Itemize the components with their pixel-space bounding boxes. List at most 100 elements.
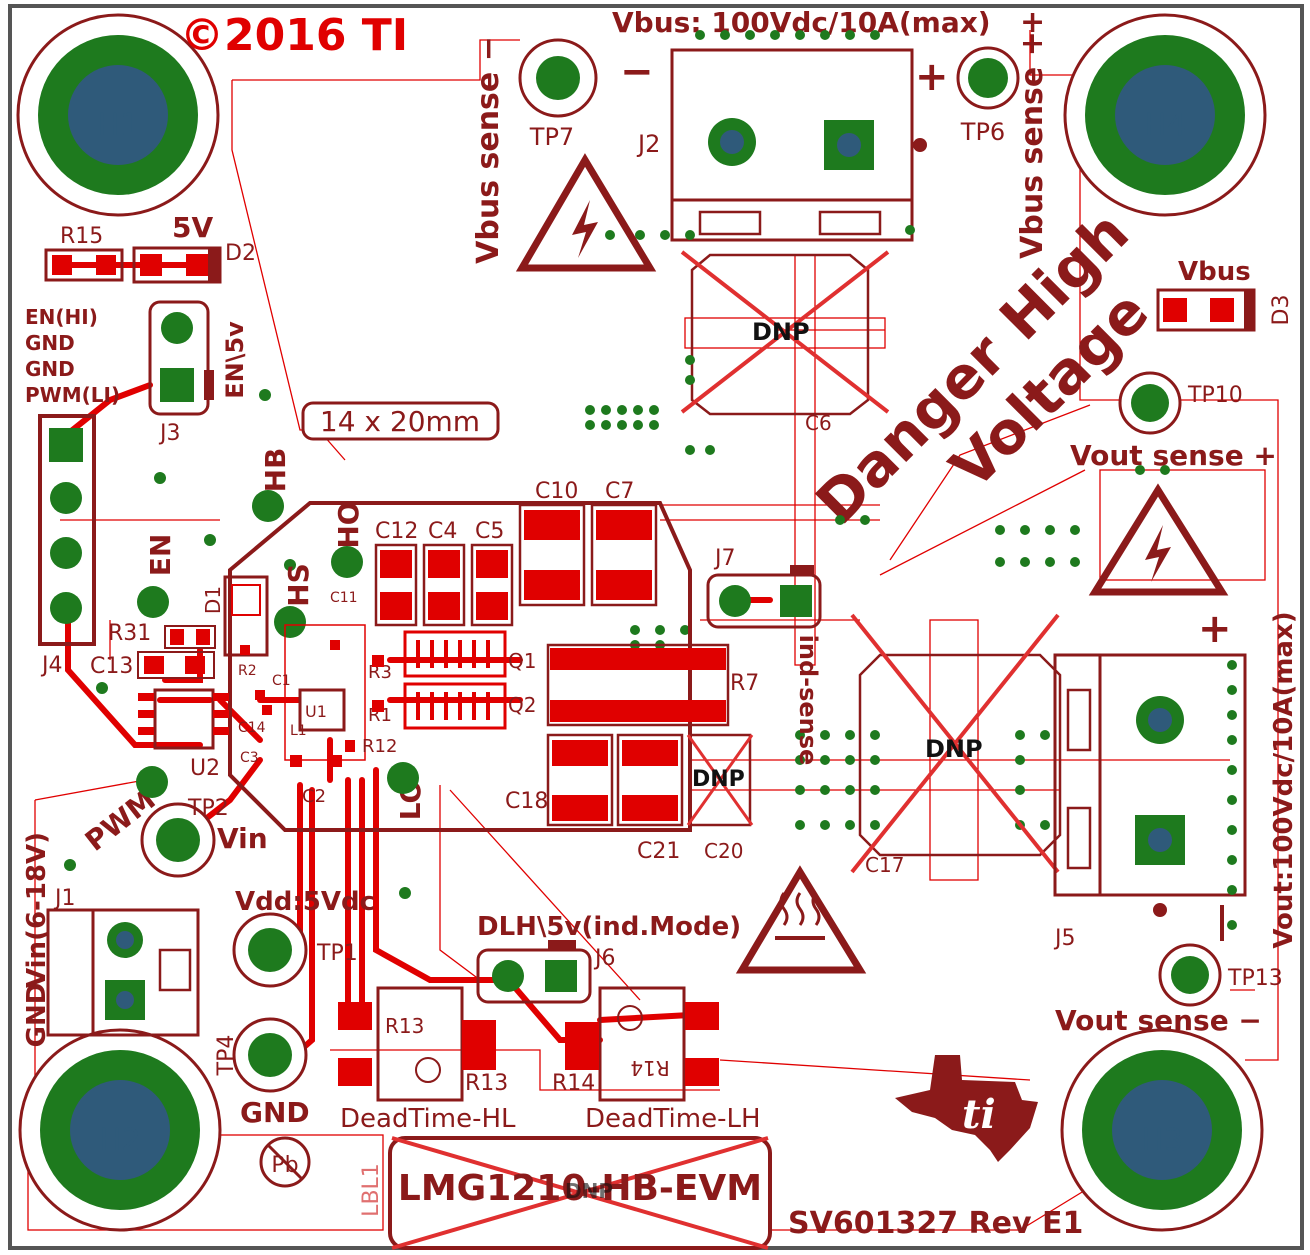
svg-text:Vin: Vin	[217, 822, 268, 855]
test-point-tp1: Vdd:5Vdc TP1	[232, 887, 375, 988]
svg-text:DLH\5v(ind.Mode): DLH\5v(ind.Mode)	[477, 912, 741, 942]
hv-warning-icon-2	[1088, 483, 1229, 596]
svg-text:−: −	[620, 49, 654, 95]
signal-pads	[136, 490, 419, 798]
svg-text:C21: C21	[637, 839, 680, 864]
svg-text:DNP: DNP	[925, 735, 983, 763]
power-stage-outline	[228, 501, 692, 832]
svg-text:C13: C13	[90, 654, 133, 679]
svg-text:TP2: TP2	[187, 796, 229, 821]
connector-j2: J2 − +	[620, 48, 949, 242]
svg-text:J6: J6	[593, 946, 616, 971]
capacitor-bank-large: C10 C7	[518, 479, 658, 607]
led-d2-5v: R15 5V D2	[44, 211, 256, 284]
lead-free-icon: Pb	[259, 1136, 311, 1188]
svg-text:5V: 5V	[172, 211, 213, 244]
svg-text:GND: GND	[25, 331, 75, 355]
svg-text:D1: D1	[201, 586, 225, 614]
svg-text:R14: R14	[552, 1071, 595, 1096]
svg-text:R14: R14	[630, 1056, 669, 1080]
resistor-r7: R7	[546, 643, 759, 727]
signal-label-hs: HS	[282, 563, 315, 607]
via-row-j2	[605, 30, 915, 240]
vout-rating: Vout:100Vdc/10A(max)	[1269, 611, 1299, 948]
via-row-j5	[1227, 660, 1237, 930]
header-j4: J4	[38, 414, 96, 678]
svg-text:EN\5v: EN\5v	[221, 321, 249, 399]
connector-j5: + J5	[1053, 606, 1247, 951]
svg-text:C12: C12	[375, 519, 418, 544]
svg-text:Vout sense −: Vout sense −	[1055, 1004, 1262, 1037]
mounting-hole-h4: H4	[1063, 13, 1267, 217]
test-point-tp7: TP7	[518, 38, 598, 151]
ti-logo-icon: ti	[895, 1055, 1038, 1162]
svg-text:R7: R7	[730, 671, 759, 696]
gate-driver-area: D1 R31 C13 U2 U1 R3 R1 R12 C2 C3 R2 C1 C…	[90, 575, 397, 807]
svg-text:ti: ti	[962, 1091, 996, 1138]
svg-text:TP6: TP6	[960, 118, 1005, 146]
svg-text:+: +	[1198, 606, 1232, 652]
jumper-j3: J3 EN\5v	[148, 300, 249, 446]
svg-text:HS: HS	[282, 563, 315, 607]
potentiometer-r13: R13 R13 DeadTime-HL	[338, 986, 516, 1134]
svg-text:U1: U1	[305, 702, 327, 721]
svg-text:TP13: TP13	[1227, 966, 1283, 991]
svg-text:L1: L1	[290, 723, 307, 739]
svg-text:Vdd:5Vdc: Vdd:5Vdc	[235, 887, 375, 917]
svg-text:ind-sense: ind-sense	[794, 635, 822, 766]
svg-text:DNP: DNP	[752, 318, 810, 346]
dnp-c6: DNP C6	[680, 250, 890, 435]
svg-text:TP10: TP10	[1187, 383, 1243, 408]
svg-text:HB: HB	[259, 448, 292, 493]
vbus-sense-minus-label: Vbus sense −	[471, 36, 506, 264]
svg-text:HO: HO	[332, 501, 365, 548]
capacitors-c18-c21: C18 C21	[505, 733, 684, 864]
svg-text:C20: C20	[704, 839, 743, 863]
svg-text:C14: C14	[238, 720, 266, 736]
vbus-rating-plus: +	[1020, 5, 1045, 40]
part-number: SV601327 Rev E1	[788, 1206, 1083, 1241]
svg-text:DeadTime-LH: DeadTime-LH	[585, 1104, 761, 1134]
svg-text:D2: D2	[225, 241, 256, 266]
via-grid	[64, 355, 1170, 899]
svg-text:TP1: TP1	[316, 941, 358, 966]
svg-text:GND: GND	[240, 1096, 310, 1129]
svg-text:C7: C7	[605, 479, 634, 504]
connector-j1: J1	[46, 886, 200, 1037]
svg-text:Q1: Q1	[508, 649, 536, 673]
svg-text:PWM(LI): PWM(LI)	[25, 383, 120, 407]
mounting-hole-h2: H2	[18, 1028, 222, 1232]
svg-text:GND: GND	[25, 357, 75, 381]
svg-text:TP4: TP4	[214, 1035, 239, 1077]
svg-text:J5: J5	[1053, 926, 1076, 951]
svg-text:R3: R3	[368, 662, 392, 683]
svg-text:TP7: TP7	[529, 123, 574, 151]
hv-warning-icon	[515, 153, 657, 272]
svg-text:C11: C11	[330, 590, 358, 606]
svg-text:Vout:100Vdc/10A(max): Vout:100Vdc/10A(max)	[1269, 611, 1299, 948]
svg-text:D3: D3	[1269, 295, 1294, 326]
svg-text:C6: C6	[805, 411, 832, 435]
svg-text:C17: C17	[865, 853, 904, 877]
label-lbl1-dnp: LMG1210-HB-EVM DNP LBL1	[359, 1136, 772, 1250]
size-label-box: 14 x 20mm	[301, 401, 500, 441]
dnp-c20: DNP C20	[686, 733, 754, 863]
svg-text:DNP: DNP	[692, 767, 745, 792]
svg-text:J1: J1	[53, 886, 76, 911]
svg-text:Q2: Q2	[508, 693, 536, 717]
signal-label-en: EN	[144, 534, 177, 577]
svg-text:C10: C10	[535, 479, 578, 504]
potentiometer-r14: R14 R14 DeadTime-LH	[552, 986, 761, 1134]
svg-text:J4: J4	[40, 653, 63, 678]
hole-label: H1	[97, 108, 139, 143]
jumper-j7: J7 ind-sense	[706, 546, 822, 766]
svg-text:EN: EN	[144, 534, 177, 577]
svg-text:DNP: DNP	[565, 1179, 613, 1203]
signal-label-hb: HB	[259, 448, 292, 493]
test-point-tp4: TP4 GND	[214, 1017, 310, 1129]
svg-text:C3: C3	[240, 750, 259, 766]
hole-label: H2	[99, 1123, 141, 1158]
vbus-sense-plus-label: Vbus sense +	[1015, 31, 1050, 259]
svg-text:C5: C5	[475, 519, 504, 544]
svg-text:Vout sense +: Vout sense +	[1070, 439, 1277, 472]
